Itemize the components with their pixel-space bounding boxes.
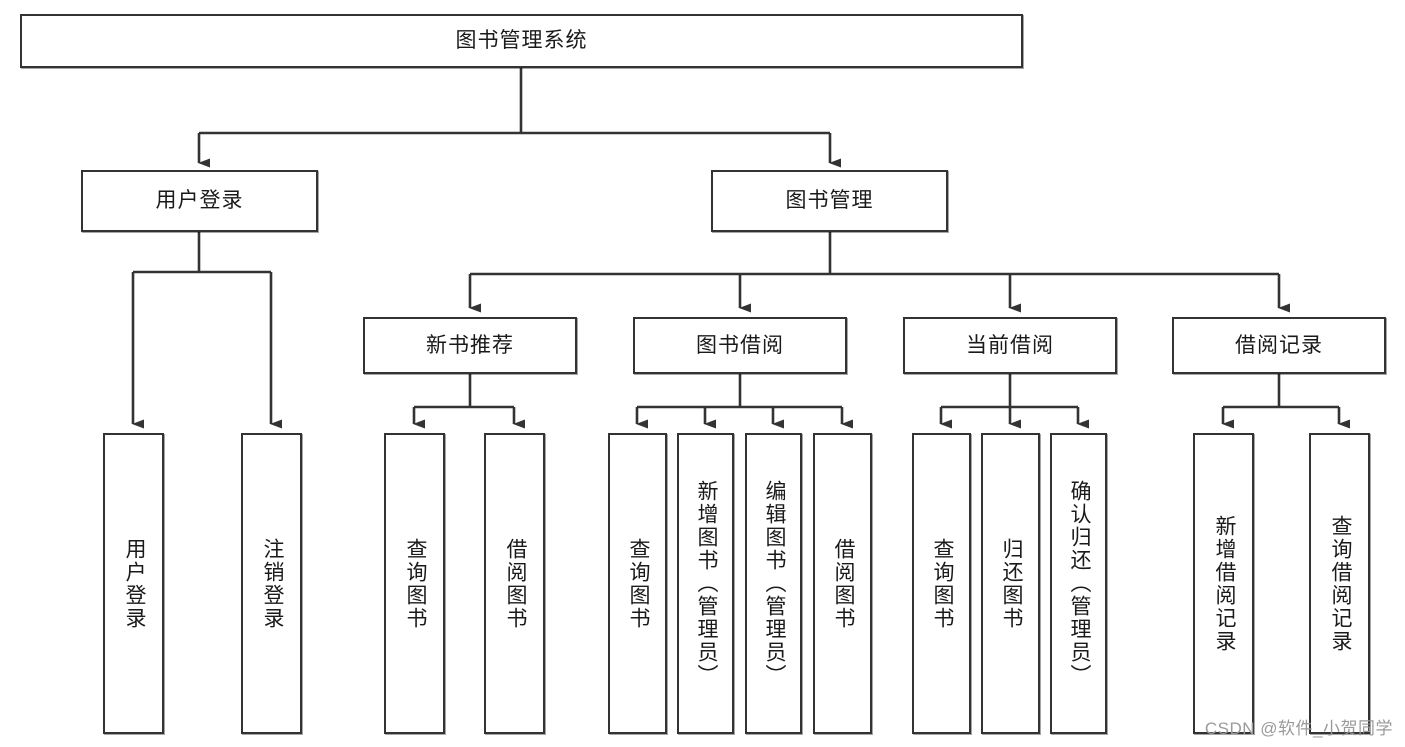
node-book-manage[interactable]: 图书管理 [711,170,948,232]
node-book-borrow[interactable]: 图书借阅 [633,317,847,374]
node-user-login[interactable]: 用户登录 [81,170,318,232]
node-new-book-recommend[interactable]: 新书推荐 [363,317,577,374]
node-leaf-borrow-book-2-label: 借阅图书 [831,537,855,630]
node-leaf-edit-book-label: 编辑图书（管理员） [762,480,786,687]
node-leaf-borrow-book-1-label: 借阅图书 [503,537,527,630]
node-leaf-return-book[interactable]: 归还图书 [981,433,1040,734]
node-user-login-label: 用户登录 [155,189,244,213]
node-leaf-user-login-label: 用户登录 [122,537,146,630]
node-leaf-add-book-label: 新增图书（管理员） [694,480,718,687]
node-leaf-user-logout[interactable]: 注销登录 [241,433,302,734]
node-leaf-query-book-1-label: 查询图书 [403,537,427,630]
node-current-borrow[interactable]: 当前借阅 [903,317,1117,374]
node-leaf-user-login[interactable]: 用户登录 [103,433,164,734]
node-leaf-add-record[interactable]: 新增借阅记录 [1193,433,1254,734]
node-leaf-query-book-3[interactable]: 查询图书 [912,433,971,734]
node-leaf-add-book[interactable]: 新增图书（管理员） [677,433,734,734]
csdn-watermark: CSDN @软件_小贺同学 [1204,719,1393,738]
node-leaf-confirm-return[interactable]: 确认归还（管理员） [1050,433,1107,734]
node-leaf-query-book-2[interactable]: 查询图书 [608,433,667,734]
node-leaf-add-record-label: 新增借阅记录 [1212,514,1236,653]
node-current-borrow-label: 当前借阅 [966,333,1054,357]
node-borrow-record-label: 借阅记录 [1235,333,1323,357]
node-leaf-return-book-label: 归还图书 [999,537,1023,630]
node-leaf-query-record-label: 查询借阅记录 [1328,514,1352,653]
node-new-book-recommend-label: 新书推荐 [426,333,514,357]
node-leaf-query-book-3-label: 查询图书 [930,537,954,630]
node-leaf-user-logout-label: 注销登录 [260,537,284,630]
node-leaf-query-book-1[interactable]: 查询图书 [384,433,445,734]
node-book-borrow-label: 图书借阅 [696,333,784,357]
node-leaf-confirm-return-label: 确认归还（管理员） [1067,480,1091,687]
node-root[interactable]: 图书管理系统 [20,14,1023,68]
node-borrow-record[interactable]: 借阅记录 [1172,317,1386,374]
node-leaf-query-book-2-label: 查询图书 [626,537,650,630]
node-leaf-borrow-book-2[interactable]: 借阅图书 [813,433,872,734]
node-leaf-borrow-book-1[interactable]: 借阅图书 [484,433,545,734]
node-book-manage-label: 图书管理 [785,189,874,213]
node-leaf-edit-book[interactable]: 编辑图书（管理员） [745,433,802,734]
node-leaf-query-record[interactable]: 查询借阅记录 [1309,433,1370,734]
node-root-label: 图书管理系统 [455,29,588,53]
